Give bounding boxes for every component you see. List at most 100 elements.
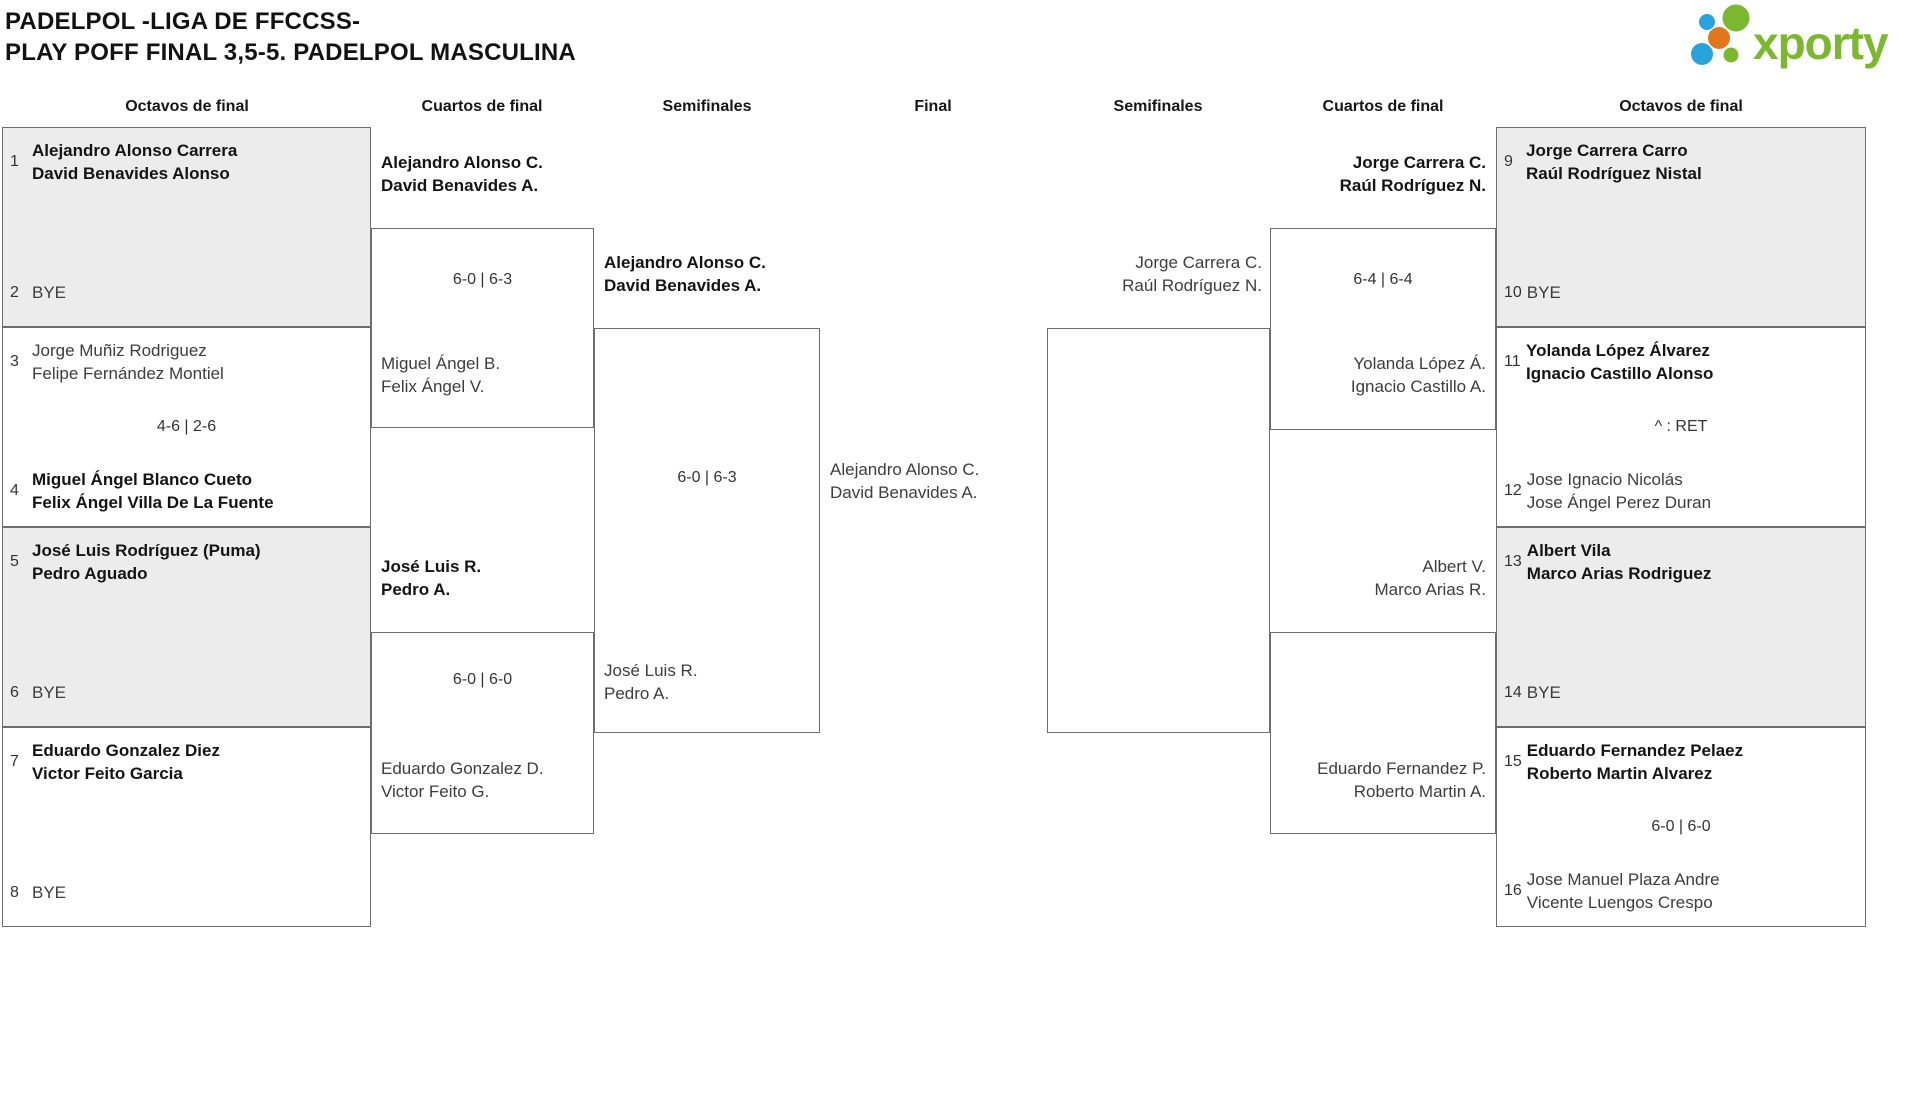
team-name: Victor Feito Garcia	[32, 764, 183, 783]
page-title: PADELPOL -LIGA DE FFCCSS- PLAY POFF FINA…	[5, 6, 576, 68]
team-entry-top: 5 José Luis Rodríguez (Puma) Pedro Aguad…	[10, 539, 365, 585]
match-score: 6-0 | 6-3	[677, 469, 737, 486]
match-score: 6-0 | 6-0	[1651, 818, 1711, 835]
advancing-team-qf-right-1-top: Jorge Carrera C. Raúl Rodríguez N.	[1340, 151, 1486, 197]
advancing-team-qf-right-2-top: Albert V. Marco Arias R.	[1375, 555, 1486, 601]
seed-number: 6	[10, 683, 19, 701]
final-winner: Alejandro Alonso C. David Benavides A.	[830, 458, 979, 504]
round-header-semis-left: Semifinales	[662, 98, 752, 115]
team-name: José Luis R.	[604, 661, 698, 680]
match-box-qf-right-2[interactable]	[1270, 632, 1496, 834]
team-name: Yolanda López Álvarez	[1526, 341, 1710, 360]
team-name: Alejandro Alonso C.	[830, 460, 980, 479]
advancing-team-qf-left-2-bottom: Eduardo Gonzalez D. Victor Feito G.	[381, 757, 544, 803]
team-name: Eduardo Gonzalez Diez	[32, 741, 220, 760]
team-name: Roberto Martin A.	[1353, 782, 1486, 801]
match-box-r16-seeds-3-4[interactable]: 3 Jorge Muñiz Rodriguez Felipe Fernández…	[2, 327, 371, 527]
team-entry-top: 13 Albert Vila Marco Arias Rodriguez	[1504, 539, 1860, 585]
team-name: Roberto Martin Alvarez	[1526, 764, 1713, 783]
seed-number: 7	[10, 753, 19, 770]
team-name: Victor Feito G.	[381, 782, 490, 801]
team-name: Raúl Rodríguez Nistal	[1526, 164, 1702, 183]
team-entry-top: 1 Alejandro Alonso Carrera David Benavid…	[10, 139, 365, 185]
advancing-team-qf-right-2-bottom: Eduardo Fernandez P. Roberto Martin A.	[1317, 757, 1486, 803]
team-names: BYE	[32, 681, 66, 704]
match-box-r16-seeds-15-16[interactable]: 15 Eduardo Fernandez Pelaez Roberto Mart…	[1496, 727, 1866, 927]
team-name: Pedro Aguado	[32, 564, 148, 583]
seed-number: 11	[1504, 353, 1521, 370]
round-header-cuartos-right: Cuartos de final	[1322, 98, 1444, 115]
team-name: Eduardo Fernandez P.	[1317, 759, 1486, 778]
page-title-line2: PLAY POFF FINAL 3,5-5. PADELPOL MASCULIN…	[5, 39, 576, 66]
match-box-qf-left-1[interactable]	[371, 228, 594, 428]
team-name: Jose Ángel Perez Duran	[1526, 493, 1712, 512]
team-name: Yolanda López Á.	[1353, 354, 1486, 373]
team-name: José Luis Rodríguez (Puma)	[32, 541, 261, 560]
team-name: Pedro A.	[381, 580, 451, 599]
round-header-cuartos-left: Cuartos de final	[421, 98, 543, 115]
team-names: Alejandro Alonso Carrera David Benavides…	[32, 139, 237, 185]
team-name: Raúl Rodríguez N.	[1122, 276, 1262, 295]
advancing-team-qf-left-1-bottom: Miguel Ángel B. Felix Ángel V.	[381, 352, 500, 398]
seed-number: 8	[10, 883, 19, 901]
match-box-r16-seeds-5-6[interactable]: 5 José Luis Rodríguez (Puma) Pedro Aguad…	[2, 527, 371, 727]
match-box-sf-right[interactable]	[1047, 328, 1270, 733]
seed-number: 9	[1504, 153, 1513, 170]
page-title-line1: PADELPOL -LIGA DE FFCCSS-	[5, 8, 361, 35]
match-box-r16-seeds-1-2[interactable]: 1 Alejandro Alonso Carrera David Benavid…	[2, 127, 371, 327]
match-box-qf-right-1[interactable]	[1270, 228, 1496, 430]
team-name: Felipe Fernández Montiel	[32, 364, 224, 383]
team-entry-bottom: 14 BYE	[1504, 681, 1860, 704]
round-header-semis-right: Semifinales	[1113, 98, 1203, 115]
team-entry-bottom: 10 BYE	[1504, 281, 1860, 304]
match-score: 6-0 | 6-0	[452, 671, 513, 688]
team-name: BYE	[32, 883, 67, 902]
logo-dot-orange	[1708, 27, 1730, 49]
logo-dot-green-small	[1723, 47, 1739, 63]
match-score: ^ : RET	[1654, 418, 1708, 435]
match-box-r16-seeds-7-8[interactable]: 7 Eduardo Gonzalez Diez Victor Feito Gar…	[2, 727, 371, 927]
team-name: BYE	[1526, 283, 1561, 302]
team-name: David Benavides Alonso	[32, 164, 230, 183]
team-name: Alejandro Alonso C.	[604, 253, 766, 272]
match-score: 6-0 | 6-3	[452, 271, 513, 288]
advancing-team-qf-left-2-top: José Luis R. Pedro A.	[381, 555, 481, 601]
team-name: Vicente Luengos Crespo	[1526, 893, 1713, 912]
advancing-team-sf-left-bottom: José Luis R. Pedro A.	[604, 659, 698, 705]
team-entry-top: 9 Jorge Carrera Carro Raúl Rodríguez Nis…	[1504, 139, 1860, 185]
team-entry-top: 3 Jorge Muñiz Rodriguez Felipe Fernández…	[10, 339, 365, 385]
match-box-r16-seeds-9-10[interactable]: 9 Jorge Carrera Carro Raúl Rodríguez Nis…	[1496, 127, 1866, 327]
advancing-team-sf-right-top: Jorge Carrera C. Raúl Rodríguez N.	[1122, 251, 1262, 297]
match-score: 6-4 | 6-4	[1353, 271, 1413, 288]
team-name: Eduardo Fernandez Pelaez	[1526, 741, 1744, 760]
match-box-sf-left[interactable]	[594, 328, 820, 733]
round-header-octavos-left: Octavos de final	[125, 98, 249, 115]
seed-number: 12	[1504, 482, 1522, 499]
team-name: Jorge Carrera C.	[1135, 253, 1262, 272]
team-entry-bottom: 6 BYE	[10, 681, 365, 704]
match-box-r16-seeds-11-12[interactable]: 11 Yolanda López Álvarez Ignacio Castill…	[1496, 327, 1866, 527]
logo-dot-green-big	[1722, 4, 1750, 32]
team-name: Marco Arias Rodriguez	[1526, 564, 1712, 583]
xporty-logo[interactable]: xporty	[1683, 2, 1920, 74]
team-name: BYE	[32, 283, 67, 302]
team-name: David Benavides A.	[604, 276, 762, 295]
team-name: Ignacio Castillo Alonso	[1526, 364, 1714, 383]
team-name: Alejandro Alonso C.	[381, 153, 543, 172]
match-box-qf-left-2[interactable]	[371, 632, 594, 834]
team-name: Ignacio Castillo A.	[1350, 377, 1486, 396]
team-names: Yolanda López Álvarez Ignacio Castillo A…	[1526, 339, 1713, 385]
advancing-team-qf-left-1-top: Alejandro Alonso C. David Benavides A.	[381, 151, 543, 197]
team-entry-bottom: 16 Jose Manuel Plaza Andre Vicente Lueng…	[1504, 868, 1860, 914]
team-names: Jorge Muñiz Rodriguez Felipe Fernández M…	[32, 339, 224, 385]
logo-dot-blue-small	[1699, 14, 1715, 30]
seed-number: 14	[1504, 683, 1522, 701]
team-name: Miguel Ángel B.	[381, 354, 501, 373]
team-name: Eduardo Gonzalez D.	[381, 759, 544, 778]
team-entry-bottom: 4 Miguel Ángel Blanco Cueto Felix Ángel …	[10, 468, 365, 514]
match-score: 4-6 | 2-6	[156, 418, 217, 435]
match-box-r16-seeds-13-14[interactable]: 13 Albert Vila Marco Arias Rodriguez 14 …	[1496, 527, 1866, 727]
seed-number: 16	[1504, 882, 1522, 899]
team-name: José Luis R.	[381, 557, 482, 576]
